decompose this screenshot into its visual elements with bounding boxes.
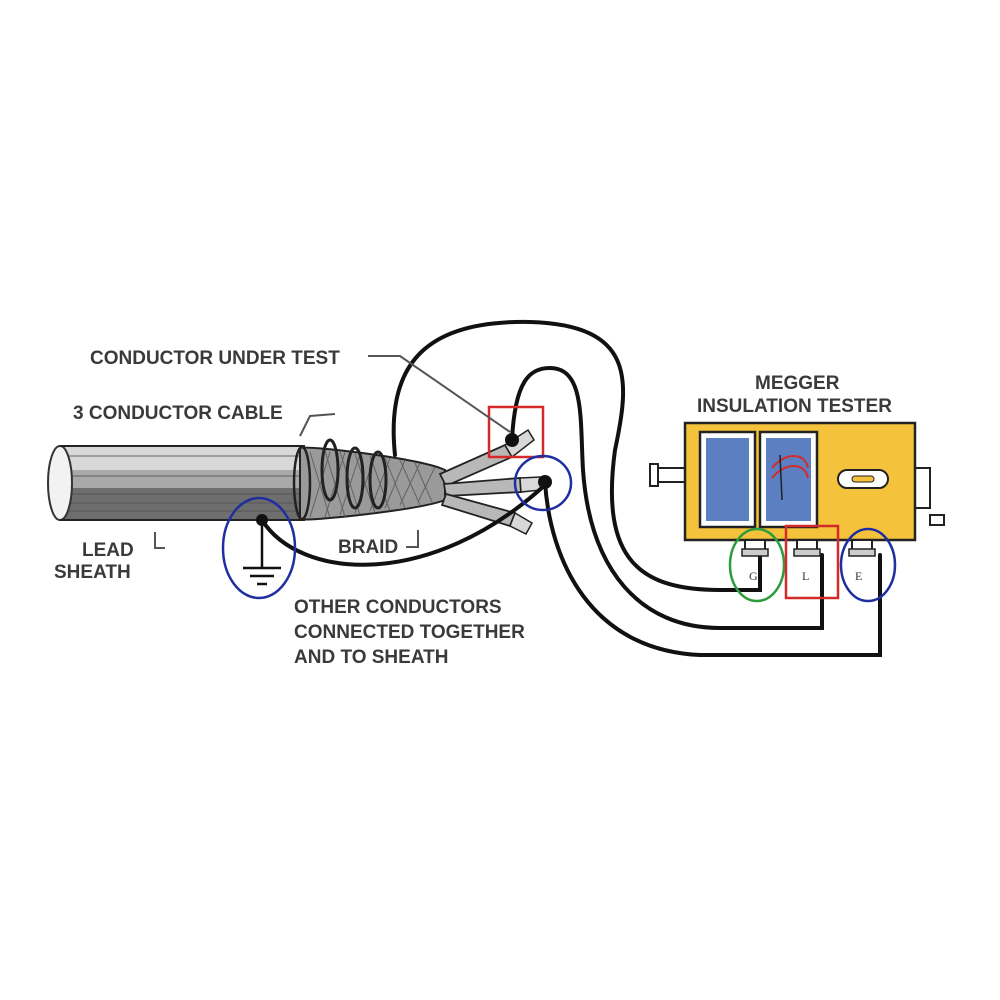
terminal-g-label: G	[749, 569, 758, 583]
terminal-e-icon	[848, 539, 876, 557]
terminal-g-icon	[741, 539, 769, 557]
label-megger-1: MEGGER	[755, 373, 840, 394]
label-cable: 3 CONDUCTOR CABLE	[73, 403, 283, 424]
highlight-sheath-ground	[221, 496, 297, 600]
three-conductor-cable	[47, 445, 305, 521]
terminal-l-icon	[793, 539, 821, 557]
highlight-conductor-under-test	[487, 405, 545, 459]
highlight-terminal-l	[784, 524, 840, 600]
guard-lead	[391, 319, 762, 592]
individual-conductors	[438, 428, 542, 535]
highlight-terminal-g	[728, 527, 786, 603]
highlight-terminal-e	[839, 527, 897, 603]
label-other-conductors-2: CONNECTED TOGETHER	[294, 622, 525, 643]
braid-section	[292, 438, 446, 521]
terminal-e-label: E	[855, 569, 862, 583]
megger-tester	[649, 421, 945, 542]
ground-symbol-icon	[243, 520, 281, 586]
highlight-other-conductors	[513, 454, 573, 512]
earth-lead	[543, 480, 882, 657]
line-lead	[510, 365, 824, 630]
label-lead-sheath-2: SHEATH	[54, 562, 131, 583]
label-other-conductors-3: AND TO SHEATH	[294, 647, 448, 668]
label-conductor-under-test: CONDUCTOR UNDER TEST	[90, 348, 340, 369]
label-lead-sheath-1: LEAD	[82, 540, 134, 561]
label-other-conductors-1: OTHER CONDUCTORS	[294, 597, 502, 618]
label-megger-2: INSULATION TESTER	[697, 396, 892, 417]
terminal-l-label: L	[802, 569, 809, 583]
sheath-bond-lead	[260, 483, 547, 567]
leader-lines	[154, 355, 511, 549]
highlights	[221, 405, 897, 603]
label-braid: BRAID	[338, 537, 398, 558]
test-leads	[260, 319, 882, 657]
